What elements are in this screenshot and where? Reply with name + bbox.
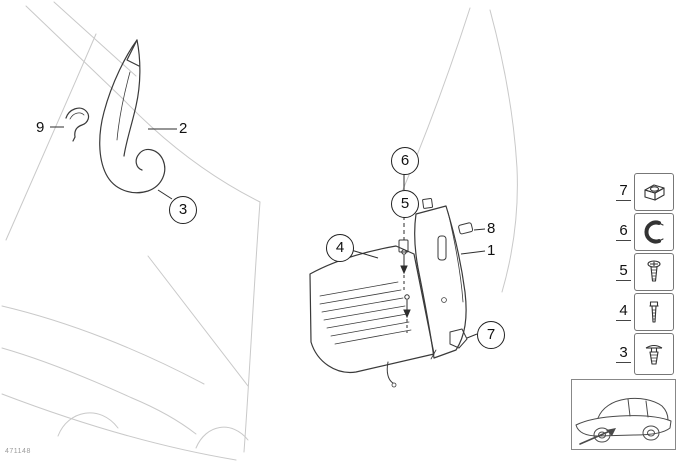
legend-row-5[interactable]: 5 — [616, 253, 674, 291]
legend-row-7[interactable]: 7 — [616, 173, 674, 211]
callout-4[interactable]: 4 — [326, 234, 354, 262]
grommet-icon — [644, 184, 665, 201]
legend-box-4 — [634, 293, 674, 331]
callout-6[interactable]: 6 — [391, 147, 419, 175]
car-position-inset[interactable] — [571, 379, 676, 450]
legend-box-5 — [634, 253, 674, 291]
legend-row-6[interactable]: 6 — [616, 213, 674, 251]
legend-row-4[interactable]: 4 — [616, 293, 674, 331]
car-outline-icon — [575, 397, 672, 445]
panel-hatching — [319, 281, 412, 345]
legend-label-4: 4 — [616, 303, 631, 321]
legend-box-3 — [634, 333, 674, 375]
bolt-icon — [649, 301, 659, 323]
callout-7[interactable]: 7 — [477, 321, 505, 349]
screw-icon — [647, 260, 661, 282]
legend-label-5: 5 — [616, 263, 631, 281]
legend-label-7: 7 — [616, 183, 631, 201]
clip-part-drawing — [65, 107, 90, 142]
location-arrow-icon — [579, 428, 616, 445]
expansion-rivet-icon — [645, 344, 663, 365]
diagram-part-code: 471148 — [5, 448, 31, 455]
clip-nut-icon — [644, 220, 664, 244]
callout-9[interactable]: 9 — [36, 119, 45, 136]
background-car-body-lines — [1, 1, 518, 461]
callout-8[interactable]: 8 — [487, 220, 496, 237]
a-pillar-trim-drawing — [99, 39, 166, 194]
screw-symbols — [400, 249, 411, 333]
b-pillar-panel-drawing — [309, 197, 474, 388]
callout-2[interactable]: 2 — [179, 120, 188, 137]
legend-box-6 — [634, 213, 674, 251]
callout-5[interactable]: 5 — [391, 190, 419, 218]
legend-label-3: 3 — [616, 345, 631, 363]
legend-label-6: 6 — [616, 223, 631, 241]
legend-row-3[interactable]: 3 — [616, 333, 674, 375]
callout-1[interactable]: 1 — [487, 242, 496, 259]
legend-box-7 — [634, 173, 674, 211]
callout-3[interactable]: 3 — [169, 196, 197, 224]
leader-lines — [50, 126, 486, 339]
